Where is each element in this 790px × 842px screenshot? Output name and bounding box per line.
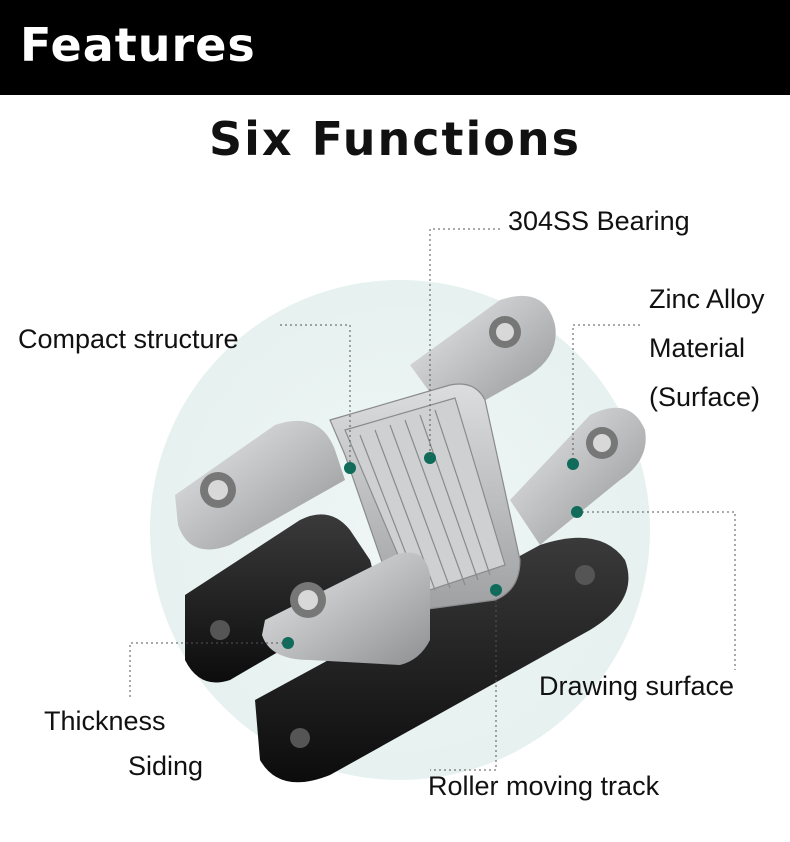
label-bearing: 304SS Bearing xyxy=(508,206,690,236)
hinge-illustration xyxy=(129,228,736,783)
header-banner: Features xyxy=(0,0,790,95)
metal-arm-front xyxy=(262,552,430,665)
metal-arm-right xyxy=(510,407,646,545)
marker-bearing xyxy=(424,452,436,464)
metal-arm-left xyxy=(175,420,345,550)
leader-lines xyxy=(129,228,736,771)
label-thickness: Thickness xyxy=(44,706,166,736)
section-title: Six Functions xyxy=(209,112,581,166)
label-zinc-alloy-3: (Surface) xyxy=(649,382,761,412)
label-siding: Siding xyxy=(128,751,204,781)
label-zinc-alloy-1: Zinc Alloy xyxy=(649,284,765,314)
label-drawing-surface: Drawing surface xyxy=(539,671,735,701)
label-roller-track: Roller moving track xyxy=(428,771,660,801)
label-compact-structure: Compact structure xyxy=(18,324,239,354)
marker-compact xyxy=(344,462,356,474)
feature-markers xyxy=(282,452,583,649)
page-title: Features xyxy=(20,18,256,72)
label-zinc-alloy-2: Material xyxy=(649,333,746,363)
black-bottom-plates xyxy=(185,514,629,783)
central-link-stack xyxy=(329,383,521,611)
